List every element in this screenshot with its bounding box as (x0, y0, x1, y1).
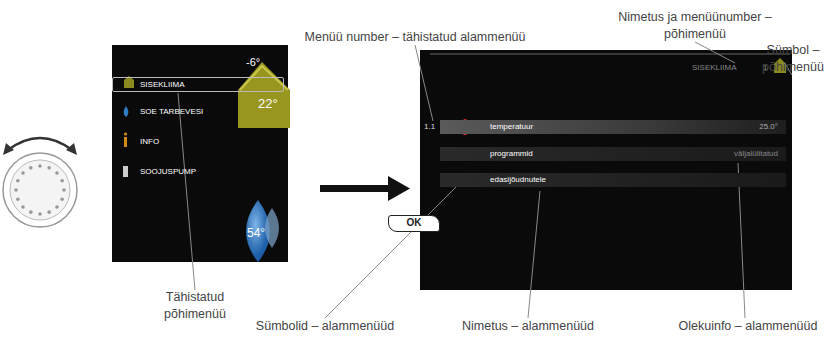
ok-button: OK (388, 215, 440, 232)
water-temp: 54° (247, 226, 265, 240)
menu-text: väljalülitatud (734, 149, 778, 159)
outdoor-temp: -6° (246, 56, 260, 69)
menu-text: programmid (490, 149, 533, 159)
menu-text: temperatuur (490, 122, 533, 132)
left-screen (112, 45, 290, 262)
submenu-row: programmid väljalülitatud (440, 147, 786, 161)
menu-text: edasijõudnutele (490, 175, 546, 185)
menu-text: 1.1 (424, 122, 435, 132)
callout: Nimetus – alammenüüd (458, 318, 598, 335)
menu-text: SISEKLIIMA (140, 80, 184, 90)
callout: Olekuinfo – alammenüüd (668, 318, 828, 335)
indoor-temp: 22° (258, 96, 278, 111)
menu-title: SISEKLIIMA (692, 63, 736, 73)
callout: Menüü number – tähistatud alammenüü (295, 29, 535, 46)
arrow (320, 176, 410, 201)
menu-item: SOE TARBEVESI (140, 107, 203, 117)
menu-row-selected: SISEKLIIMA (112, 77, 284, 92)
submenu-row: edasijõudnutele (440, 173, 786, 187)
menu-item: INFO (140, 137, 159, 147)
right-screen (420, 50, 792, 290)
submenu-row: 1.1temperatuur25.0° (440, 120, 786, 134)
callout: Tähistatud põhimenüü (140, 289, 250, 323)
callout: Nimetus ja menüünumber – põhimenüü (600, 9, 790, 43)
menu-text: 25.0° (759, 122, 778, 132)
leader-lines (178, 42, 792, 318)
callout: Sümbolid – alammenüüd (245, 318, 405, 335)
callout: Sümbol – põhimenüü (752, 42, 834, 76)
menu-item: SOOJUSPUMP (140, 167, 196, 177)
knob (3, 138, 77, 227)
menu-text: OK (389, 218, 439, 228)
